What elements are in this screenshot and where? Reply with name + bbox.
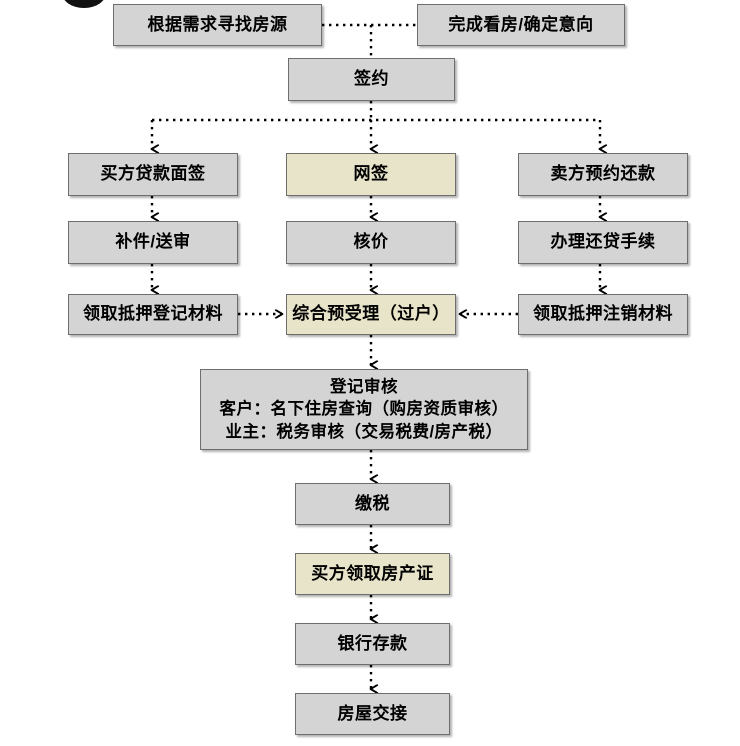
node-house-handover[interactable]: 房屋交接 [295, 693, 450, 735]
node-collect-mortgage-cancellation-label: 领取抵押注销材料 [533, 304, 673, 324]
node-registration-review-line2: 客户：名下住房查询（购房资质审核） [219, 400, 509, 419]
node-house-handover-label: 房屋交接 [337, 703, 408, 723]
node-view-confirm[interactable]: 完成看房/确定意向 [417, 4, 625, 46]
node-view-confirm-label: 完成看房/确定意向 [448, 14, 594, 34]
node-collect-mortgage-registration[interactable]: 领取抵押登记材料 [68, 294, 238, 335]
node-bank-deposit[interactable]: 银行存款 [295, 623, 450, 665]
node-registration-review-line3: 业主：税务审核（交易税费/房产税） [225, 422, 503, 441]
node-find-house-label: 根据需求寻找房源 [147, 14, 288, 34]
node-comprehensive-pre-accept-label: 综合预受理（过户） [292, 304, 450, 324]
node-price-check[interactable]: 核价 [286, 221, 456, 264]
node-sign-contract-label: 签约 [354, 69, 389, 89]
node-online-sign-label: 网签 [353, 164, 389, 184]
node-pay-tax[interactable]: 缴税 [295, 483, 450, 525]
node-registration-review-line1: 登记审核 [330, 378, 398, 397]
node-sign-contract[interactable]: 签约 [288, 58, 455, 101]
node-buyer-loan-interview-label: 买方贷款面签 [100, 164, 206, 184]
node-pay-tax-label: 缴税 [355, 493, 390, 513]
node-buyer-loan-interview[interactable]: 买方贷款面签 [68, 153, 238, 196]
node-collect-mortgage-cancellation[interactable]: 领取抵押注销材料 [518, 294, 688, 335]
node-find-house[interactable]: 根据需求寻找房源 [113, 4, 322, 46]
node-seller-repay-booking[interactable]: 卖方预约还款 [518, 153, 688, 196]
node-repay-procedure-label: 办理还贷手续 [550, 232, 656, 252]
node-repay-procedure[interactable]: 办理还贷手续 [518, 221, 688, 264]
node-online-sign[interactable]: 网签 [286, 153, 456, 196]
node-bank-deposit-label: 银行存款 [337, 633, 408, 653]
node-seller-repay-booking-label: 卖方预约还款 [550, 164, 656, 184]
node-collect-mortgage-registration-label: 领取抵押登记材料 [83, 304, 223, 324]
node-comprehensive-pre-accept[interactable]: 综合预受理（过户） [286, 294, 456, 335]
node-registration-review[interactable]: 登记审核 客户：名下住房查询（购房资质审核） 业主：税务审核（交易税费/房产税） [200, 369, 528, 450]
node-price-check-label: 核价 [353, 232, 389, 252]
node-buyer-get-certificate[interactable]: 买方领取房产证 [295, 553, 450, 595]
node-supplement-submit[interactable]: 补件/送审 [68, 221, 238, 264]
node-buyer-get-certificate-label: 买方领取房产证 [311, 563, 434, 583]
node-supplement-submit-label: 补件/送审 [115, 232, 191, 252]
decorative-circle [62, 0, 106, 8]
